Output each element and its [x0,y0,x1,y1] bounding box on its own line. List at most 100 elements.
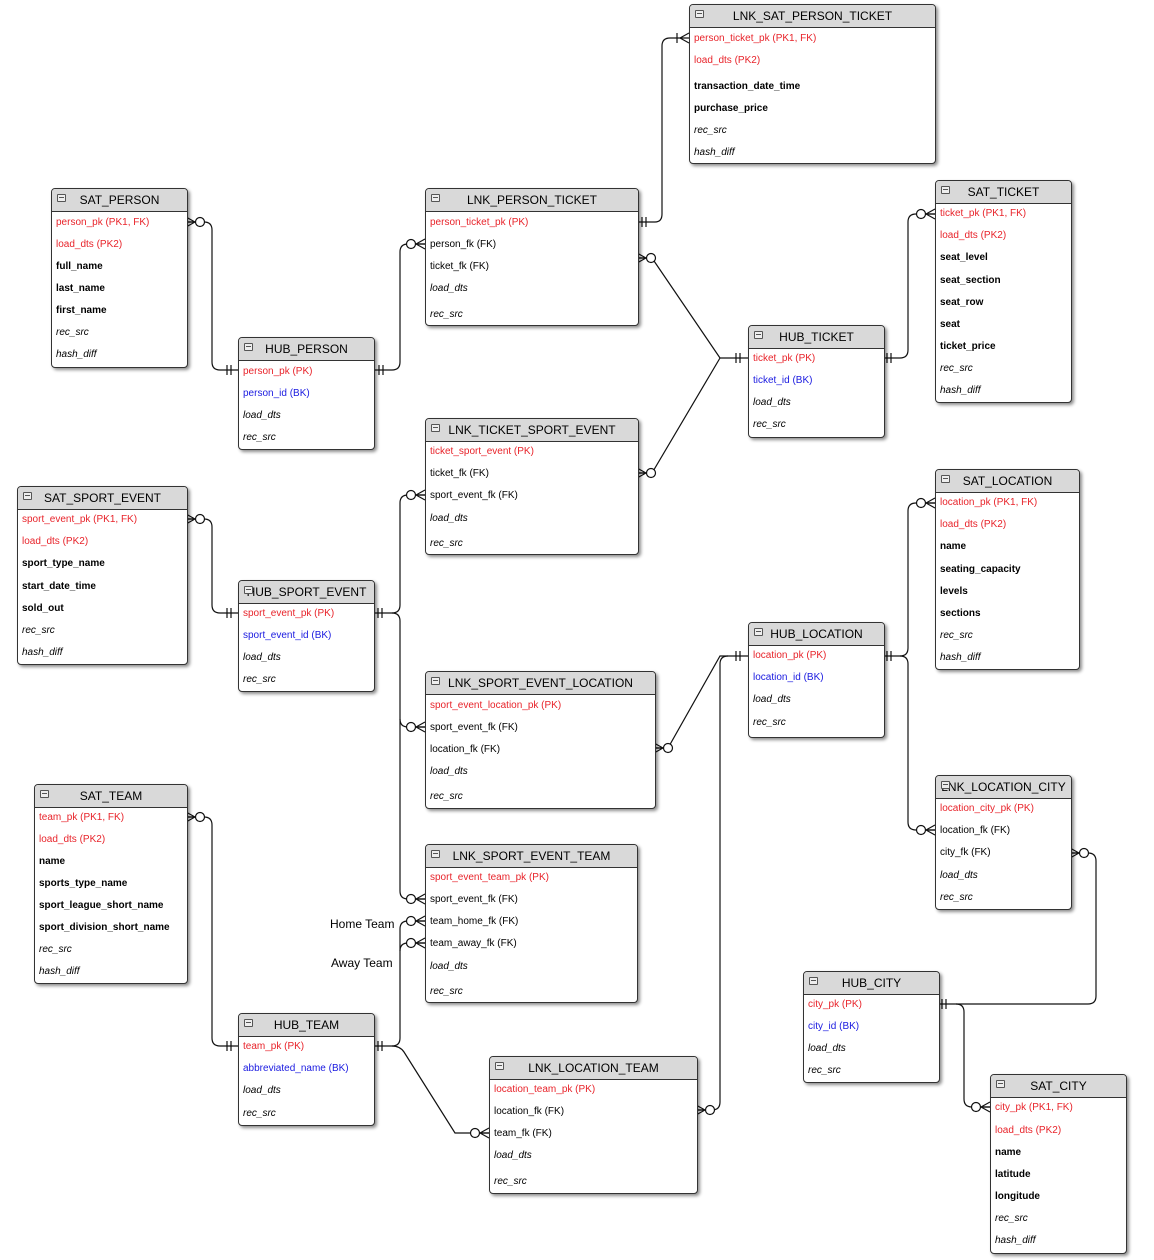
field-row: load_dts [753,397,791,408]
field-row: seating_capacity [940,564,1021,575]
collapse-icon[interactable] [431,677,440,685]
field-row: rec_src [243,1108,276,1119]
collapse-icon[interactable] [23,492,32,500]
collapse-icon[interactable] [754,628,763,636]
table-header[interactable]: SAT_LOCATION [936,470,1079,493]
table-header[interactable]: LNK_LOCATION_CITY [936,776,1071,799]
collapse-icon[interactable] [431,194,440,202]
collapse-icon[interactable] [40,790,49,798]
field-row: abbreviated_name (BK) [243,1063,349,1074]
field-row: rec_src [940,892,973,903]
field-row: last_name [56,283,105,294]
collapse-icon[interactable] [495,1062,504,1070]
field-row: sport_event_id (BK) [243,630,332,641]
collapse-icon[interactable] [57,194,66,202]
table-title: LNK_TICKET_SPORT_EVENT [448,423,616,437]
field-row: seat_level [940,252,988,263]
crows-foot-marker [980,1101,991,1113]
field-row: load_dts [430,283,468,294]
collapse-icon[interactable] [754,331,763,339]
table-title: LNK_SAT_PERSON_TICKET [732,9,893,23]
one-mandatory-marker [378,365,384,375]
relationship-line [373,243,425,371]
field-row: location_pk (PK) [753,650,827,661]
table-header[interactable]: LNK_SPORT_EVENT_LOCATION [426,672,655,695]
table-header[interactable]: LNK_TICKET_SPORT_EVENT [426,419,638,442]
field-row: purchase_price [694,103,768,114]
field-row: rec_src [430,791,463,802]
relationship-line [883,213,935,359]
collapse-icon[interactable] [431,424,440,432]
relationship-line [696,655,729,1111]
table-header[interactable]: HUB_PERSON [239,338,374,361]
field-row: rec_src [430,986,463,997]
table-header[interactable]: SAT_TICKET [936,181,1071,204]
field-row: location_city_pk (PK) [940,803,1034,814]
table-hub-sport-event[interactable]: HUB_SPORT_EVENT sport_event_pk (PK) sport_… [238,580,375,692]
table-header[interactable]: LNK_SAT_PERSON_TICKET [690,5,935,28]
relationship-line [373,942,425,1047]
table-header[interactable]: HUB_TICKET [749,326,884,349]
field-row: seat [940,319,961,330]
one-mandatory-marker [641,217,647,227]
table-header[interactable]: SAT_TEAM [35,785,187,808]
collapse-icon[interactable] [244,586,253,594]
field-row: rec_src [995,1213,1028,1224]
field-row: team_pk (PK1, FK) [39,812,125,823]
field-row: rec_src [494,1176,527,1187]
field-row: sport_league_short_name [39,900,164,911]
relationship-line [186,221,238,371]
collapse-icon[interactable] [996,1080,1005,1088]
collapse-icon[interactable] [941,781,950,789]
table-header[interactable]: LNK_LOCATION_TEAM [490,1057,697,1080]
table-header[interactable]: SAT_PERSON [52,189,187,212]
field-row: load_dts [243,652,281,663]
field-row: sport_event_pk (PK) [243,608,335,619]
field-row: load_dts [243,410,281,421]
one-mandatory-marker [886,651,892,661]
one-mandatory-marker [941,999,947,1009]
field-row: load_dts [808,1043,846,1054]
field-row: city_pk (PK1, FK) [995,1102,1073,1113]
table-header[interactable]: HUB_TEAM [239,1014,374,1037]
field-row: sport_event_pk (PK1, FK) [22,514,138,525]
collapse-icon[interactable] [941,186,950,194]
field-row: rec_src [753,419,786,430]
table-header[interactable]: LNK_SPORT_EVENT_TEAM [426,845,637,868]
relationship-line [186,518,238,614]
collapse-icon[interactable] [244,1019,253,1027]
collapse-icon[interactable] [941,475,950,483]
field-row: rec_src [243,432,276,443]
table-header[interactable]: LNK_PERSON_TICKET [426,189,638,212]
field-row: rec_src [56,327,89,338]
collapse-icon[interactable] [244,343,253,351]
table-header[interactable]: HUB_SPORT_EVENT [239,581,374,604]
table-header[interactable]: HUB_LOCATION [749,623,884,646]
relationship-line [899,655,935,831]
collapse-icon[interactable] [431,850,440,858]
collapse-icon[interactable] [695,10,704,18]
collapse-icon[interactable] [809,977,818,985]
table-header[interactable]: SAT_CITY [991,1075,1126,1098]
table-header[interactable]: HUB_CITY [804,972,939,995]
table-header[interactable]: SAT_SPORT_EVENT [18,487,187,510]
table-title: LNK_LOCATION_CITY [941,780,1066,794]
